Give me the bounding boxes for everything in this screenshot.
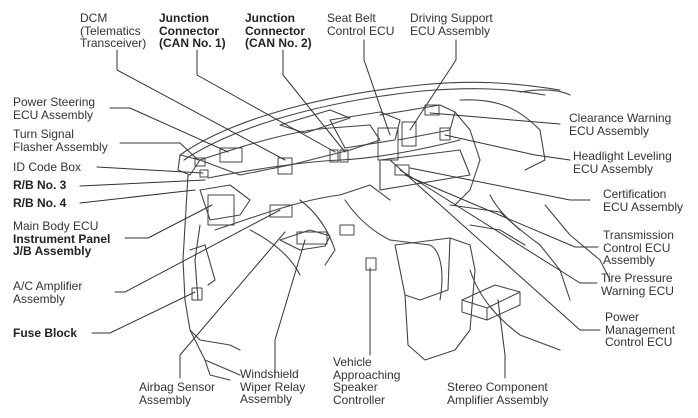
label-stereo-component-amplifier: Stereo Component Amplifier Assembly [447,381,548,406]
label-line: Connector [245,23,305,38]
vehicle-approaching-speaker-shape [365,257,377,271]
airbag-sensor-shape [269,204,293,218]
label-line: Control ECU [605,335,673,349]
label-line: Wiper Relay [240,379,306,394]
label-line: Driving Support [410,11,493,25]
label-line: Flasher Assembly [13,139,108,154]
label-line: ECU Assembly [602,199,683,214]
label-vehicle-approaching-speaker: Vehicle Approaching Speaker Controller [333,356,400,406]
label-tire-pressure-warning-ecu: Tire Pressure Warning ECU [601,272,674,297]
label-line: Clearance Warning [569,111,672,125]
label-headlight-leveling-ecu: Headlight Leveling ECU Assembly [573,150,672,175]
label-line: A/C Amplifier [13,279,83,293]
label-windshield-wiper-relay: Windshield Wiper Relay Assembly [240,368,305,406]
id-code-box-shape [199,169,209,178]
label-line: Controller [333,392,386,407]
label-junction-connector-can-2: Junction Connector (CAN No. 2) [245,12,312,50]
label-line: Assembly [240,392,293,406]
label-line: Vehicle [333,355,372,369]
label-line: Airbag Sensor [139,380,216,394]
label-line: Approaching [333,367,401,382]
label-line: ECU Assembly [13,107,94,122]
label-junction-connector-can-1: Junction Connector (CAN No. 1) [159,12,226,50]
component-shapes [191,104,521,321]
label-line: Headlight Leveling [573,149,672,163]
junction-connector-1-shape [329,149,339,163]
label-line: Turn Signal [13,127,74,141]
label-line: Control ECU [603,240,671,255]
label-line: (Telematics [80,23,141,38]
label-line: Junction [159,11,209,25]
label-line: Main Body ECU [13,219,99,233]
label-line: (CAN No. 2) [245,36,312,50]
label-driving-support-ecu: Driving Support ECU Assembly [410,12,493,37]
label-line: Transceiver) [80,36,147,50]
label-line: ID Code Box [13,160,82,174]
headlight-leveling-ecu-shape [439,127,451,141]
stereo-amplifier-shape [461,284,521,321]
label-line: R/B No. 4 [13,196,67,210]
label-line: J/B Assembly [13,244,92,258]
dashboard-outline [177,81,611,381]
label-line: Tire Pressure [601,271,673,285]
a-c-amplifier-shape [339,224,355,236]
label-line: (CAN No. 1) [159,36,226,50]
label-dcm: DCM (Telematics Transceiver) [80,12,146,50]
label-line: Connector [159,23,219,38]
label-line: Power [605,310,640,324]
label-line: Assembly [603,253,656,267]
label-line: DCM [80,11,108,25]
wiper-relay-shape [296,231,328,245]
label-line: Transmission [603,228,674,242]
leader-lines [79,39,601,379]
label-rb-no-3: R/B No. 3 [13,179,66,192]
label-line: Junction [245,11,295,25]
label-line: Fuse Block [13,326,78,340]
label-line: Control ECU [327,23,395,38]
label-main-body-ecu: Main Body ECU Instrument Panel J/B Assem… [13,220,110,258]
label-line: Warning ECU [601,283,674,298]
label-line: Certification [602,187,667,201]
label-line: Instrument Panel [13,231,111,246]
instrument-panel-jb-shape [207,194,235,226]
label-ac-amplifier: A/C Amplifier Assembly [13,280,82,305]
power-steering-ecu-shape [219,147,243,163]
label-line: Windshield [240,367,299,381]
label-line: R/B No. 3 [13,178,67,192]
label-certification-ecu: Certification ECU Assembly [603,188,683,213]
label-line: Seat Belt [327,11,376,25]
label-line: ECU Assembly [410,23,491,38]
certification-ecu-shape [394,164,410,176]
label-line: Assembly [139,392,192,407]
label-line: Amplifier Assembly [447,392,549,407]
label-line: Assembly [13,291,66,306]
label-line: Stereo Component [447,380,548,394]
label-rb-no-4: R/B No. 4 [13,197,66,210]
label-fuse-block: Fuse Block [13,327,77,340]
label-seat-belt-control-ecu: Seat Belt Control ECU [327,12,394,37]
label-id-code-box: ID Code Box [13,161,81,174]
label-turn-signal-flasher: Turn Signal Flasher Assembly [13,128,108,153]
driving-support-ecu-shape [401,121,417,147]
label-power-management-control-ecu: Power Management Control ECU [605,311,675,349]
label-clearance-warning-ecu: Clearance Warning ECU Assembly [569,112,671,137]
clearance-warning-ecu-shape [424,104,440,116]
label-transmission-control-ecu: Transmission Control ECU Assembly [603,229,674,267]
label-line: Management [605,322,676,337]
label-line: Speaker [333,380,378,394]
label-line: ECU Assembly [569,123,650,138]
turn-signal-flasher-shape [194,157,206,167]
label-line: ECU Assembly [573,161,654,176]
label-power-steering-ecu: Power Steering ECU Assembly [13,96,95,121]
dcm-shape [277,157,293,175]
label-airbag-sensor: Airbag Sensor Assembly [139,381,215,406]
label-line: Power Steering [13,95,96,109]
